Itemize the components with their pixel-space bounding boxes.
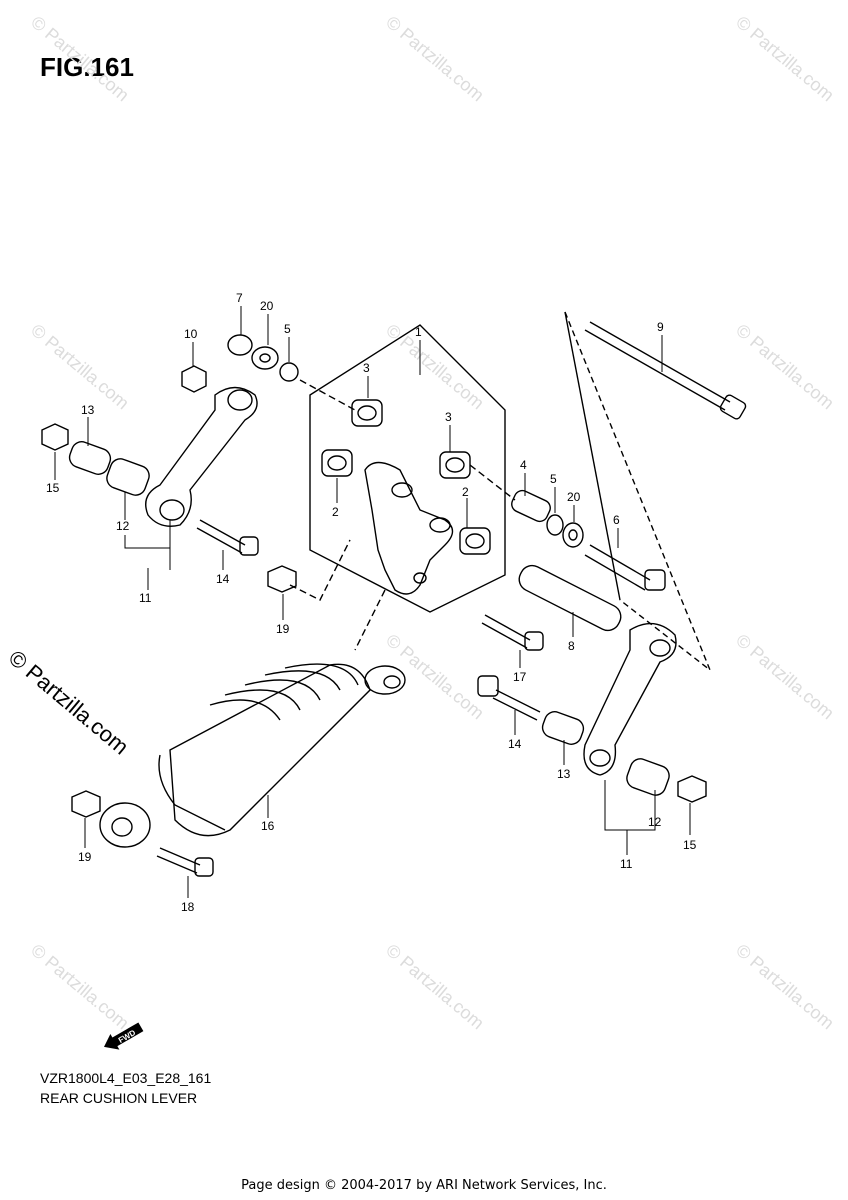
seal-ring: [546, 514, 564, 536]
callout-17: 17: [513, 670, 527, 684]
callout-11: 11: [139, 591, 152, 605]
callout-13: 13: [557, 767, 571, 781]
washer: [251, 346, 279, 370]
bearing: [106, 458, 150, 496]
seal-ring: [279, 362, 299, 382]
callout-15: 15: [683, 838, 697, 852]
callout-14: 14: [508, 737, 522, 751]
bolt: [481, 614, 544, 651]
bolt: [196, 519, 259, 556]
bolt-frame: [564, 311, 712, 673]
bearing: [321, 449, 353, 477]
fwd-arrow-icon: FWD: [104, 1022, 144, 1050]
callout-2: 2: [462, 485, 469, 499]
cushion-lever: [364, 461, 454, 595]
nut: [71, 790, 101, 818]
bearing: [626, 758, 670, 796]
spacer-collar: [541, 711, 585, 745]
callout-20: 20: [567, 490, 581, 504]
callout-9: 9: [657, 320, 664, 334]
nut: [677, 775, 707, 803]
sleeve: [518, 564, 622, 632]
bearing: [351, 399, 383, 427]
connecting-rod: [145, 386, 258, 527]
callout-18: 18: [181, 900, 195, 914]
connecting-rod: [583, 622, 677, 776]
callout-8: 8: [568, 639, 575, 653]
diagram-name: REAR CUSHION LEVER: [40, 1090, 198, 1106]
spacer-collar: [511, 489, 551, 523]
callout-12: 12: [116, 519, 130, 533]
nut: [41, 423, 69, 451]
callout-7: 7: [236, 291, 243, 305]
model-code: VZR1800L4_E03_E28_161: [40, 1070, 212, 1086]
callout-6: 6: [613, 513, 620, 527]
footer-credit: Page design © 2004-2017 by ARI Network S…: [241, 1178, 607, 1193]
callout-20: 20: [260, 299, 274, 313]
bearing: [459, 527, 491, 555]
nut: [181, 365, 207, 393]
callout-16: 16: [261, 819, 275, 833]
nut: [267, 565, 297, 593]
shock-absorber: [99, 663, 406, 848]
callout-3: 3: [445, 410, 452, 424]
lever-assembly-frame: [309, 324, 506, 613]
callout-1: 1: [415, 325, 422, 339]
callout-5: 5: [550, 472, 557, 486]
callout-10: 10: [184, 327, 198, 341]
spacer-collar: [68, 441, 112, 475]
callout-3: 3: [363, 361, 370, 375]
callout-4: 4: [520, 458, 527, 472]
bolt: [477, 675, 541, 721]
washer: [562, 522, 584, 548]
callout-19: 19: [78, 850, 92, 864]
figure-title: FIG.161: [40, 52, 134, 82]
callout-11: 11: [620, 857, 633, 871]
callout-2: 2: [332, 505, 339, 519]
nut: [227, 334, 253, 356]
long-bolt: [584, 321, 747, 420]
callout-15: 15: [46, 481, 60, 495]
bearing: [439, 451, 471, 479]
callout-13: 13: [81, 403, 95, 417]
callout-12: 12: [648, 815, 662, 829]
callout-19: 19: [276, 622, 290, 636]
bolt: [156, 847, 214, 877]
callout-5: 5: [284, 322, 291, 336]
pivot-bolt: [584, 544, 666, 591]
callout-14: 14: [216, 572, 230, 586]
